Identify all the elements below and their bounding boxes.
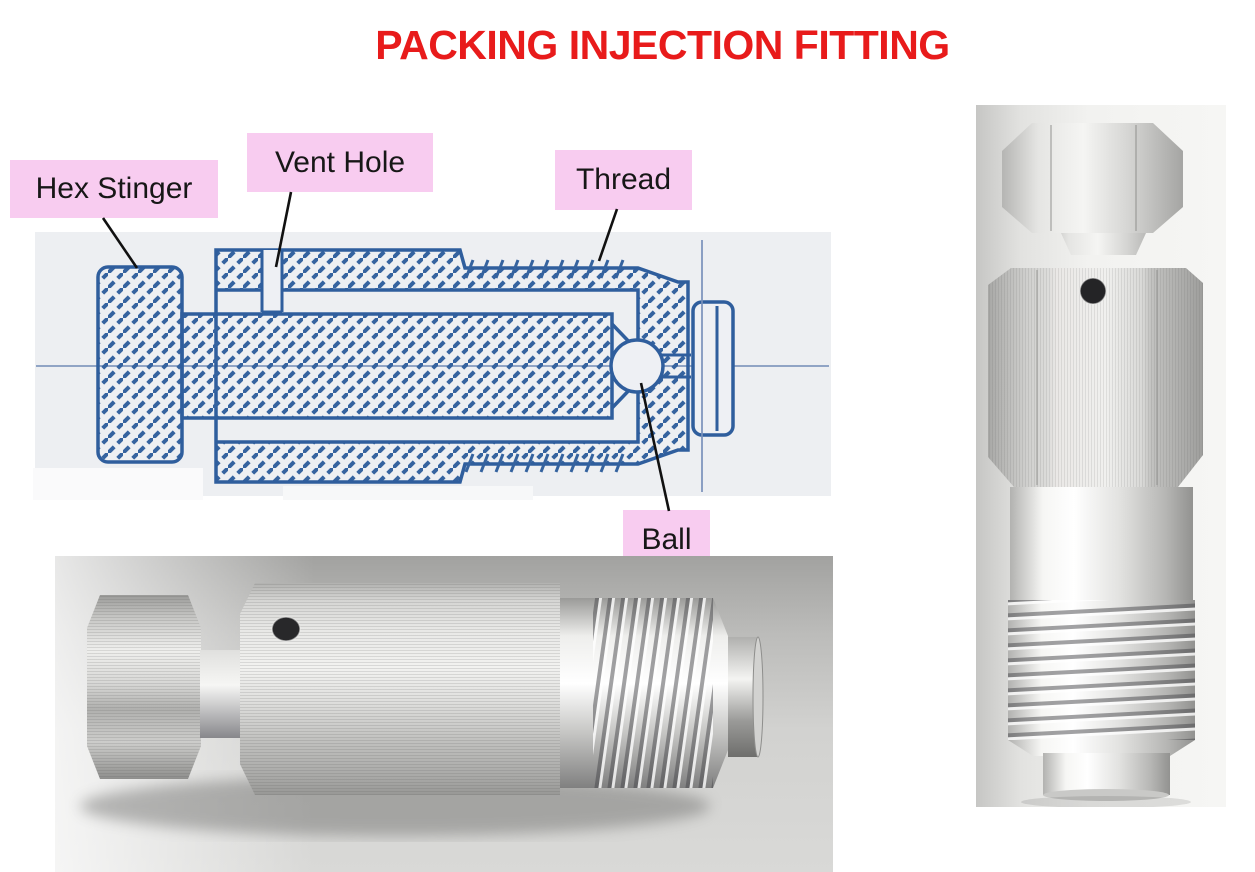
thread-ticks bbox=[464, 259, 625, 473]
photo-a-tip-face bbox=[752, 636, 764, 758]
photo-b-tip-face bbox=[1043, 789, 1169, 801]
photo-b-vent-hole-rim bbox=[1079, 277, 1107, 305]
cross-section-diagram bbox=[33, 232, 831, 500]
stinger-shaft-shape bbox=[180, 312, 614, 420]
photo-a-hex-body-brush bbox=[240, 583, 560, 795]
diagram-bg-notch-left bbox=[33, 468, 203, 500]
outlet-channel-lines bbox=[661, 353, 691, 379]
photo-b-vent-hole bbox=[1080, 278, 1106, 304]
photo-horizontal bbox=[55, 556, 833, 872]
ball-shape bbox=[609, 338, 665, 394]
photo-a-hex-stinger-brush bbox=[87, 595, 201, 779]
photo-b-hex-body-brush bbox=[988, 268, 1203, 487]
diagram-bg-notch-bottom bbox=[283, 486, 533, 500]
photo-b-taper bbox=[1008, 740, 1195, 756]
label-thread: Thread bbox=[555, 150, 692, 210]
photo-b-shadow bbox=[1021, 796, 1191, 807]
photo-a-threads bbox=[593, 598, 713, 788]
photo-a-cylinder bbox=[560, 598, 593, 788]
photo-b-threads bbox=[1008, 600, 1195, 740]
vent-hole-channel bbox=[262, 250, 282, 312]
photo-a-vent-hole-rim bbox=[271, 616, 301, 642]
photo-b-tip bbox=[1043, 753, 1170, 795]
photo-vertical bbox=[976, 105, 1226, 807]
photo-b-hex-stinger bbox=[1002, 123, 1183, 233]
nozzle-tip-shape bbox=[691, 300, 735, 437]
photo-a-vent-hole bbox=[272, 617, 300, 641]
photo-b-hex-stinger-facets bbox=[1050, 125, 1137, 231]
hex-stinger-shape bbox=[96, 265, 184, 464]
label-vent-hole: Vent Hole bbox=[247, 133, 433, 192]
label-hex-stinger: Hex Stinger bbox=[10, 160, 218, 218]
photo-b-hex-body-facets bbox=[1036, 270, 1158, 485]
photo-b-cylinder bbox=[1010, 487, 1193, 600]
page-title: PACKING INJECTION FITTING bbox=[375, 22, 950, 68]
photo-a-neck bbox=[200, 650, 242, 738]
photo-a-taper bbox=[713, 598, 728, 788]
